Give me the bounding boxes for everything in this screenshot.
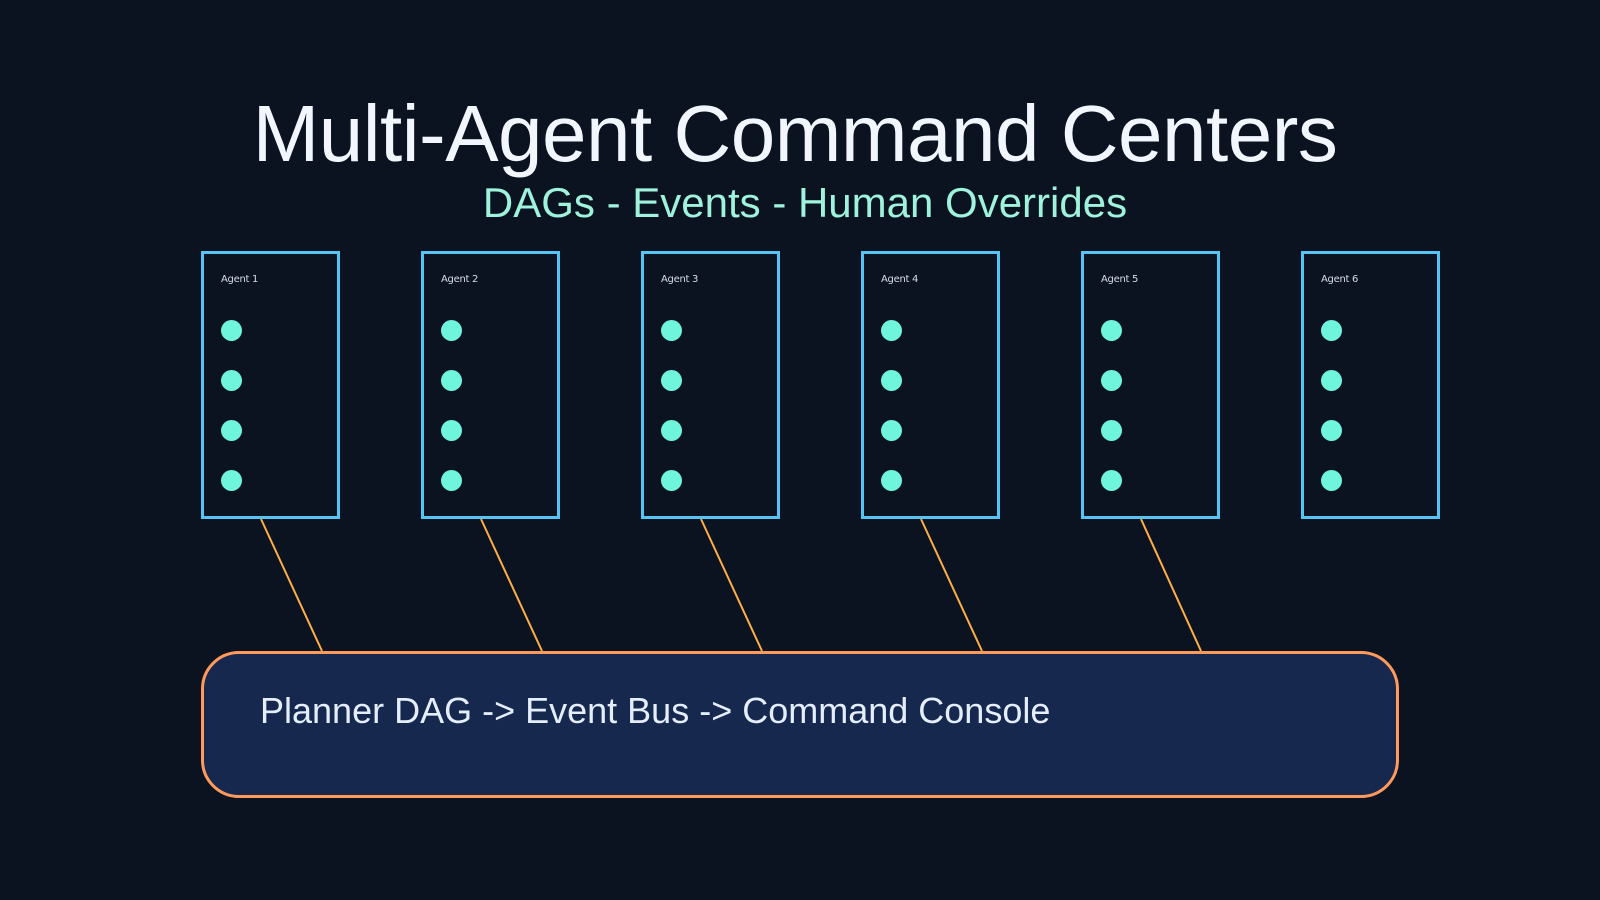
- connector-agent-4: [920, 518, 983, 652]
- status-dot-icon: [1101, 420, 1122, 441]
- connector-agent-5: [1140, 518, 1202, 652]
- status-dot-icon: [661, 420, 682, 441]
- status-dot-icon: [1101, 470, 1122, 491]
- agent-card-6[interactable]: Agent 6: [1301, 251, 1440, 519]
- connector-agent-3: [700, 518, 763, 652]
- agent-label: Agent 3: [661, 274, 699, 285]
- status-dot-icon: [221, 420, 242, 441]
- status-dot-icon: [1101, 320, 1122, 341]
- status-dot-icon: [1321, 370, 1342, 391]
- status-dot-icon: [881, 320, 902, 341]
- agent-label: Agent 1: [221, 274, 259, 285]
- status-dot-icon: [661, 370, 682, 391]
- agent-label: Agent 4: [881, 274, 919, 285]
- status-dot-icon: [441, 420, 462, 441]
- status-dot-icon: [1101, 370, 1122, 391]
- agent-label: Agent 2: [441, 274, 479, 285]
- event-bus-panel: Planner DAG -> Event Bus -> Command Cons…: [201, 651, 1399, 798]
- status-dot-icon: [661, 320, 682, 341]
- status-dot-icon: [661, 470, 682, 491]
- status-dot-icon: [441, 320, 462, 341]
- agent-card-1[interactable]: Agent 1: [201, 251, 340, 519]
- status-dot-icon: [881, 470, 902, 491]
- status-dot-icon: [881, 420, 902, 441]
- event-bus-label: Planner DAG -> Event Bus -> Command Cons…: [260, 690, 1051, 731]
- status-dot-icon: [441, 370, 462, 391]
- page-subtitle: DAGs - Events - Human Overrides: [482, 179, 1128, 226]
- status-dot-icon: [1321, 470, 1342, 491]
- agent-label: Agent 5: [1101, 274, 1139, 285]
- status-dot-icon: [221, 470, 242, 491]
- status-dot-icon: [221, 320, 242, 341]
- agent-card-4[interactable]: Agent 4: [861, 251, 1000, 519]
- page-title: Multi-Agent Command Centers: [252, 89, 1338, 178]
- agent-card-2[interactable]: Agent 2: [421, 251, 560, 519]
- agent-label: Agent 6: [1321, 274, 1359, 285]
- status-dot-icon: [441, 470, 462, 491]
- status-dot-icon: [881, 370, 902, 391]
- connector-agent-1: [260, 518, 323, 652]
- status-dot-icon: [1321, 320, 1342, 341]
- connector-agent-2: [480, 518, 543, 652]
- status-dot-icon: [1321, 420, 1342, 441]
- agent-card-3[interactable]: Agent 3: [641, 251, 780, 519]
- agent-card-5[interactable]: Agent 5: [1081, 251, 1220, 519]
- status-dot-icon: [221, 370, 242, 391]
